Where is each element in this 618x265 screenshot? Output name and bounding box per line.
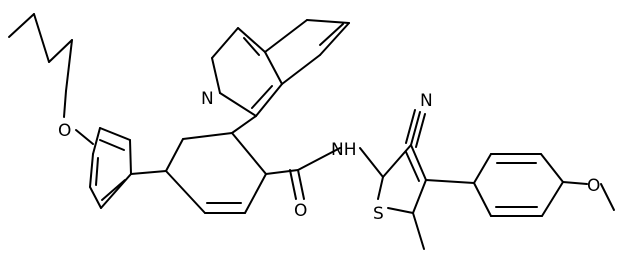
thiophene-sulfur-label: S <box>373 204 384 224</box>
butoxy-chain <box>8 13 73 118</box>
amide-linkage <box>265 147 341 200</box>
carbonyl-oxygen-label: O <box>294 201 307 221</box>
ether-oxygen-label: O <box>58 121 71 141</box>
methoxy-oxygen-label: O <box>587 176 600 196</box>
methoxyphenyl-ring <box>425 153 615 217</box>
atom-labels: N O O NH N S O <box>58 89 600 224</box>
thiophene-ring <box>359 144 427 250</box>
phenyl-ring-left <box>75 127 167 209</box>
quinoline-nitrogen-label: N <box>201 89 214 109</box>
quinoline-core <box>165 19 350 214</box>
amide-nh-label: NH <box>331 140 357 160</box>
nitrile-nitrogen-label: N <box>420 91 433 111</box>
nitrile-group <box>405 109 426 148</box>
